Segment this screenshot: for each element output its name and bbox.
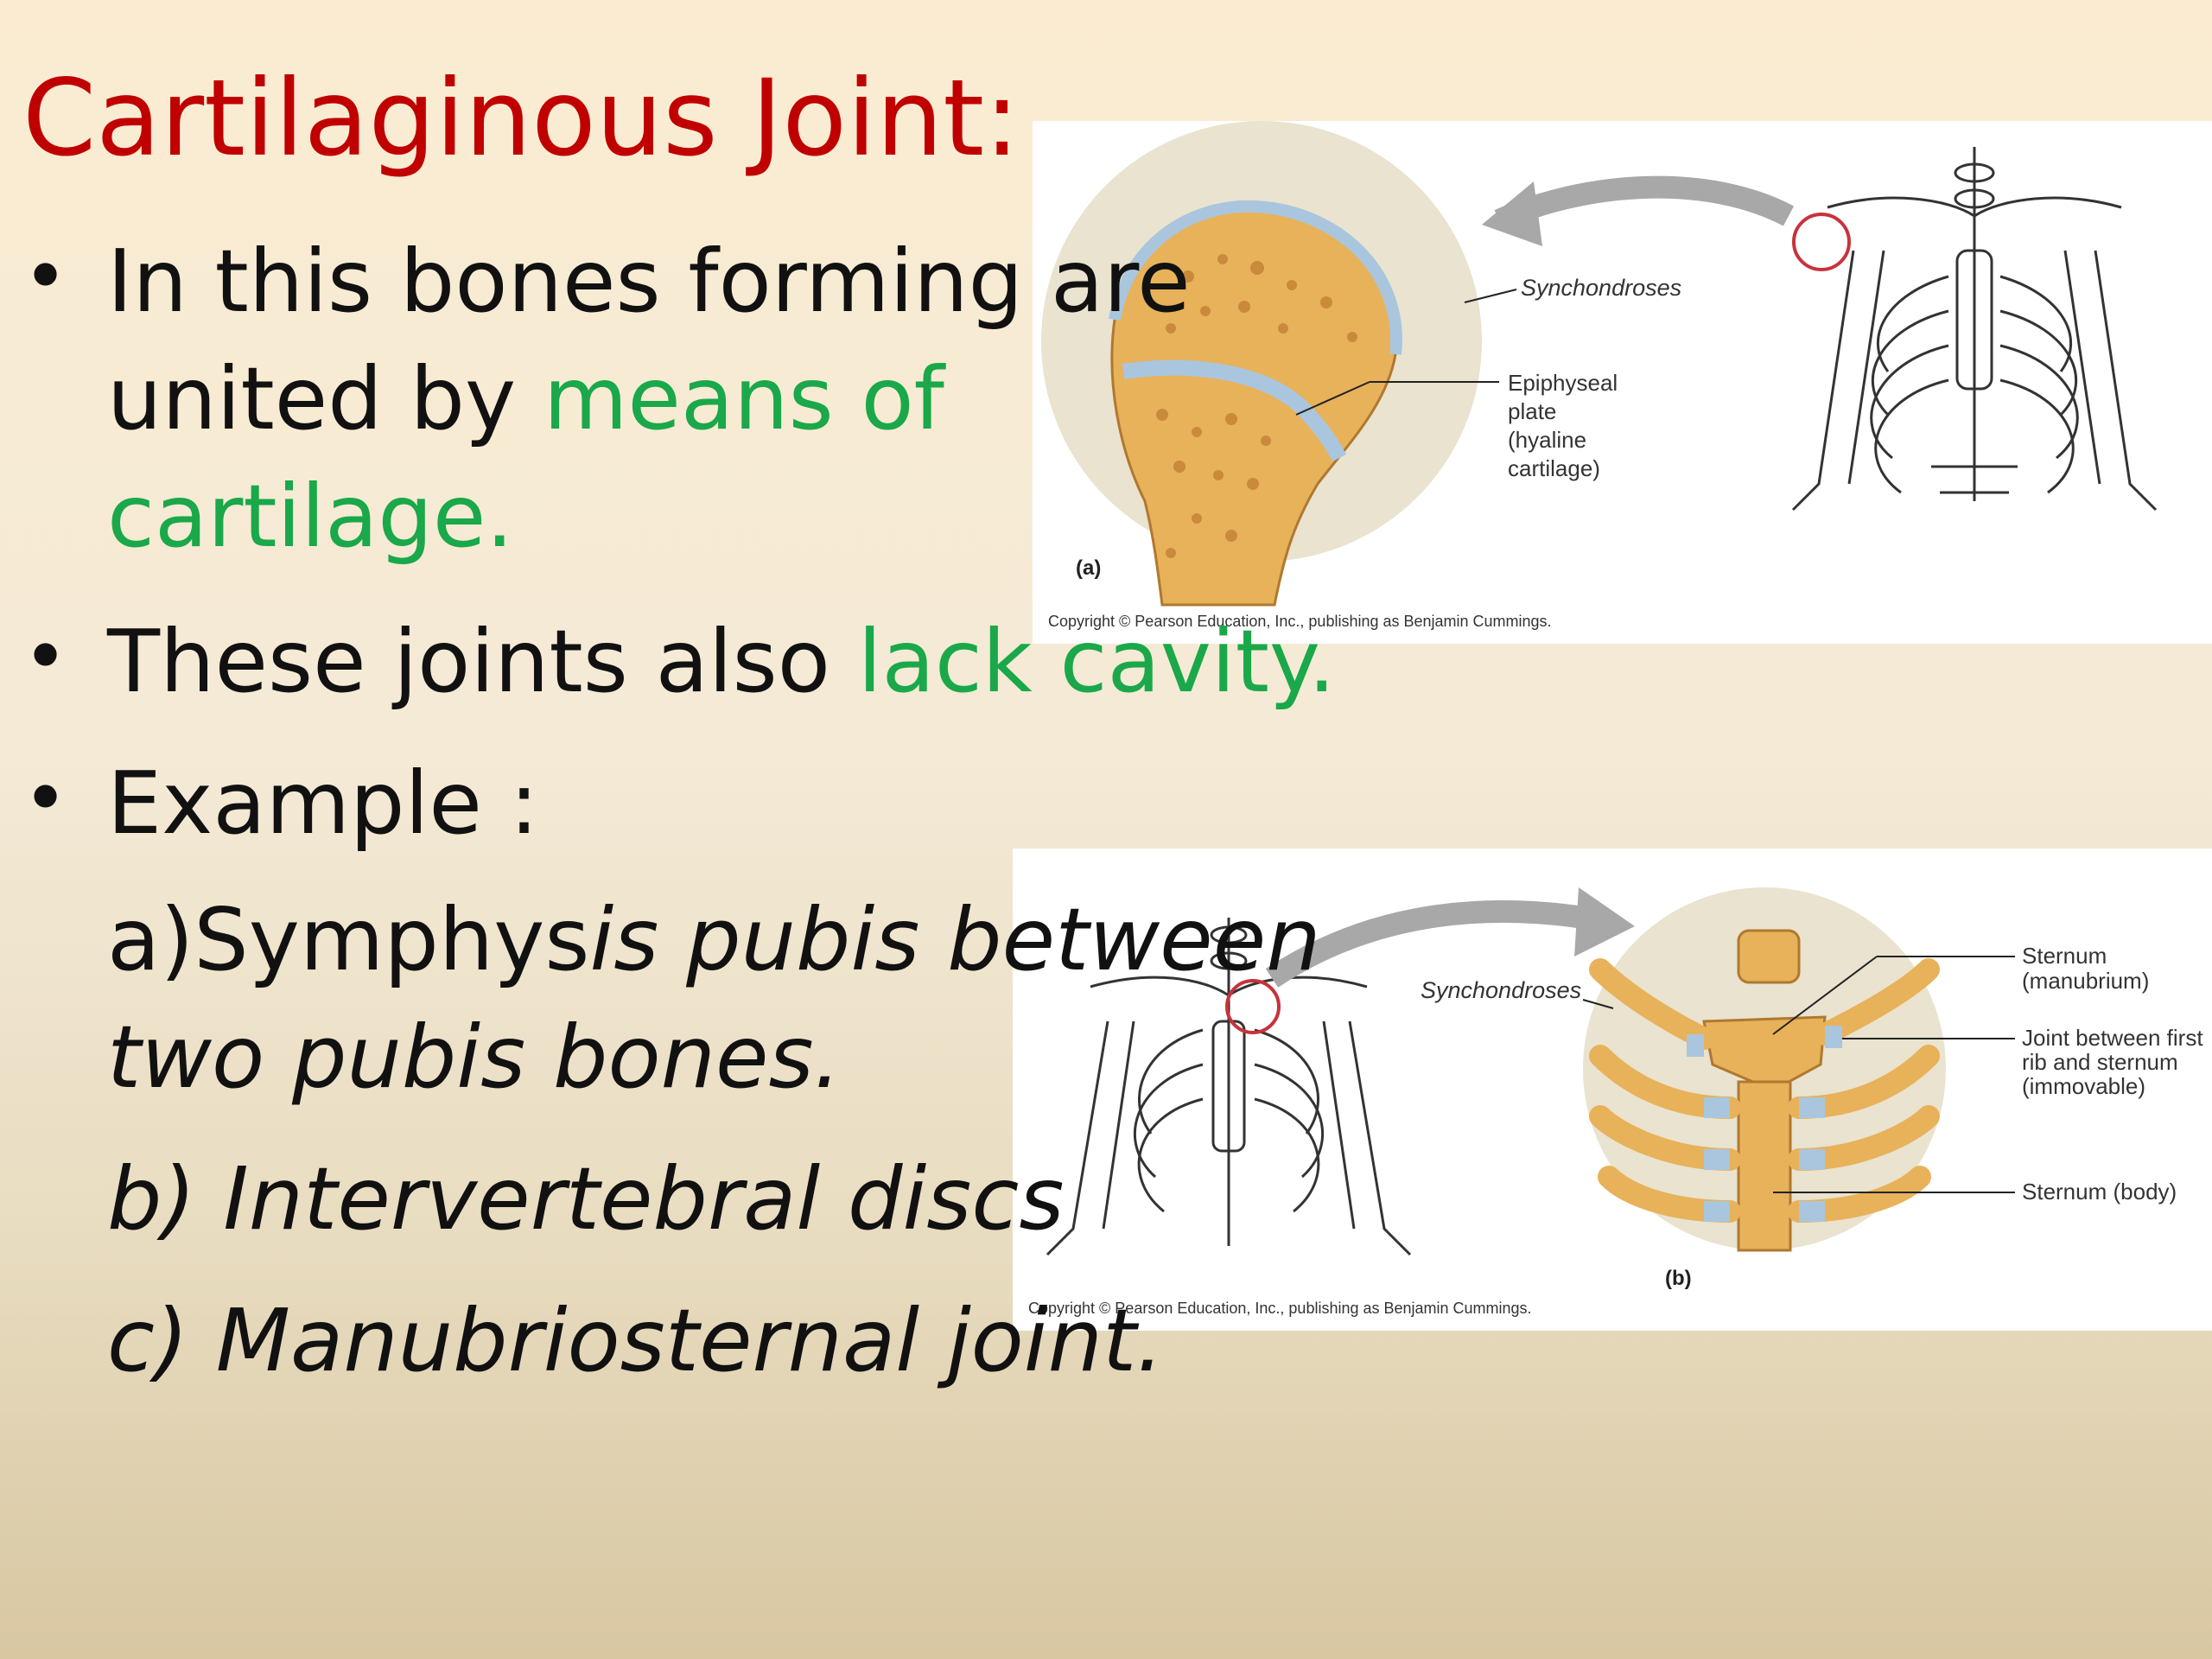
figure-first-rib-sternum: Synchondroses Sternum (manubrium) Joint … <box>1013 849 2212 1331</box>
label-epiphyseal-2: plate <box>1508 398 1556 424</box>
example-a-line-2: two pubis bones. <box>107 1007 842 1108</box>
example-a-text-italic: is pubis between <box>589 889 1321 990</box>
label-epiphyseal-3: (hyaline <box>1508 427 1586 453</box>
bullet-2-text: These joints also <box>107 611 858 712</box>
label-sternum-body: Sternum (body) <box>2022 1179 2177 1205</box>
example-b: b) Intervertebral discs <box>107 1148 1065 1249</box>
magnify-arrow-b <box>1265 899 1611 988</box>
bullet-1-highlight-a: means of <box>543 348 944 449</box>
magnify-arrowhead-b <box>1574 887 1635 957</box>
copyright-b: Copyright © Pearson Education, Inc., pub… <box>1028 1300 1532 1317</box>
highlight-circle-a <box>1792 213 1851 271</box>
panel-label-b: (b) <box>1665 1267 1692 1290</box>
epiphyseal-plate-band <box>1122 359 1347 462</box>
bullet-1-highlight-b: cartilage. <box>107 466 514 567</box>
bullet-3-text: Example : <box>107 753 539 854</box>
magnify-arrow <box>1494 175 1795 231</box>
sternum-ribs-closeup <box>1589 929 1940 1252</box>
example-c: c) Manubriosternal joint. <box>107 1290 1164 1391</box>
bullet-1-text-b: united by <box>107 348 543 449</box>
highlight-circle-b <box>1225 979 1281 1034</box>
leader-epiphyseal <box>1295 381 1370 416</box>
label-manubrium-2: (manubrium) <box>2022 968 2149 994</box>
spongy-bone-texture <box>1156 254 1357 558</box>
label-joint-3: (immovable) <box>2022 1073 2145 1099</box>
bullet-2-marker: • <box>22 612 69 702</box>
label-joint-1: Joint between first <box>2022 1025 2203 1051</box>
articular-cartilage <box>1109 200 1402 355</box>
panel-label-a: (a) <box>1076 556 1101 580</box>
leader-manubrium <box>1772 956 1878 1035</box>
bullet-1-marker: • <box>22 232 69 322</box>
leader-synchondroses-b <box>1582 999 1614 1009</box>
bullet-2-highlight: lack cavity. <box>857 611 1336 712</box>
figure-epiphyseal-plate: Synchondroses Epiphyseal plate (hyaline … <box>1033 121 2212 644</box>
example-a-line-1: a)Symphysis pubis between <box>107 881 1321 999</box>
bullet-1-line-2: united by means of <box>107 340 944 458</box>
thorax-skeleton-a <box>1791 147 2158 512</box>
leader-synchondroses <box>1464 289 1517 303</box>
bullet-1-text-a: In this bones forming are <box>107 231 1191 332</box>
label-synchondroses-b: Synchondroses <box>1421 977 1581 1003</box>
figure-a-illustration: Synchondroses Epiphyseal plate (hyaline … <box>1041 121 2158 630</box>
label-synchondroses: Synchondroses <box>1521 275 1681 301</box>
magnify-arrowhead <box>1482 181 1542 246</box>
bullet-3-marker: • <box>22 753 69 844</box>
label-manubrium-1: Sternum <box>2022 943 2107 969</box>
label-joint-2: rib and sternum <box>2022 1049 2178 1075</box>
bullet-1-line-1: In this bones forming are <box>107 223 1191 340</box>
bullet-2-line: These joints also lack cavity. <box>107 603 1336 721</box>
copyright-a: Copyright © Pearson Education, Inc., pub… <box>1048 613 1552 630</box>
label-epiphyseal-1: Epiphyseal <box>1508 370 1618 396</box>
figure-b-illustration: Synchondroses Sternum (manubrium) Joint … <box>1028 887 2203 1317</box>
example-a-text-normal: a)Symphys <box>107 889 590 990</box>
label-epiphyseal-4: cartilage) <box>1508 455 1600 481</box>
slide-title: Cartilaginous Joint: <box>22 57 1020 180</box>
